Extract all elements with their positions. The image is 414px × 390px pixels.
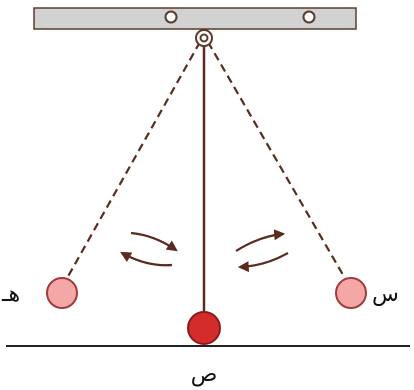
support-bar [33, 7, 357, 30]
string-right-dashed [207, 41, 347, 281]
label-left: هـ [1, 282, 20, 307]
string-left-dashed [65, 41, 201, 281]
bob-center [187, 311, 221, 345]
bob-left [46, 277, 78, 309]
label-bottom: ص [191, 362, 218, 387]
bar-hole-right [302, 10, 316, 24]
pivot-icon [195, 29, 213, 47]
bar-hole-left [164, 10, 178, 24]
swing-arrows-right-icon [235, 229, 289, 273]
bob-right [335, 277, 367, 309]
label-right: س [372, 282, 399, 307]
swing-arrows-left-icon [120, 231, 178, 267]
